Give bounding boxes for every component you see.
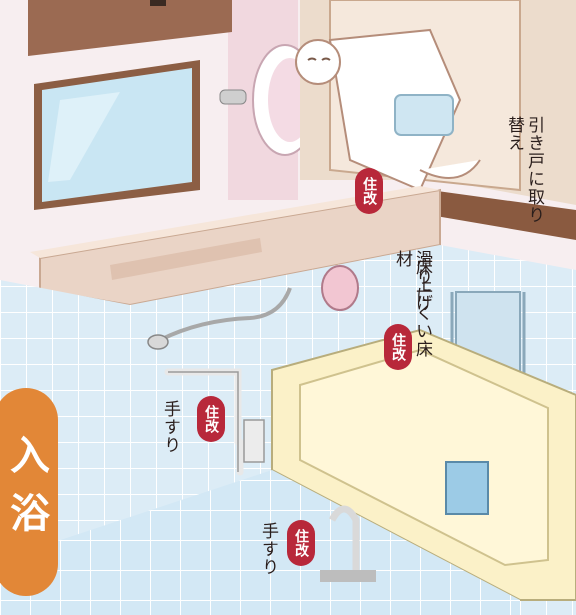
label-non-slip: 滑りにくい床材 — [392, 250, 432, 360]
label-handrail-upper: 手すり — [160, 400, 180, 470]
tub-step-box — [446, 462, 488, 514]
label-handrail-lower: 手すり — [258, 522, 278, 592]
faucet-mixer — [244, 420, 264, 462]
wall-fixture — [322, 266, 358, 310]
cabinet-knob — [150, 0, 166, 6]
section-title-badge: 入浴 — [0, 388, 58, 596]
handrail-lower-base — [320, 570, 376, 582]
badge-handrail-lower: 住改 — [287, 520, 315, 566]
badge-handrail-upper: 住改 — [197, 396, 225, 442]
shower-head — [148, 335, 168, 349]
badge-vanity: 住改 — [355, 168, 383, 214]
faucet — [220, 90, 246, 104]
label-door: 引き戸に取り替え — [504, 116, 544, 236]
